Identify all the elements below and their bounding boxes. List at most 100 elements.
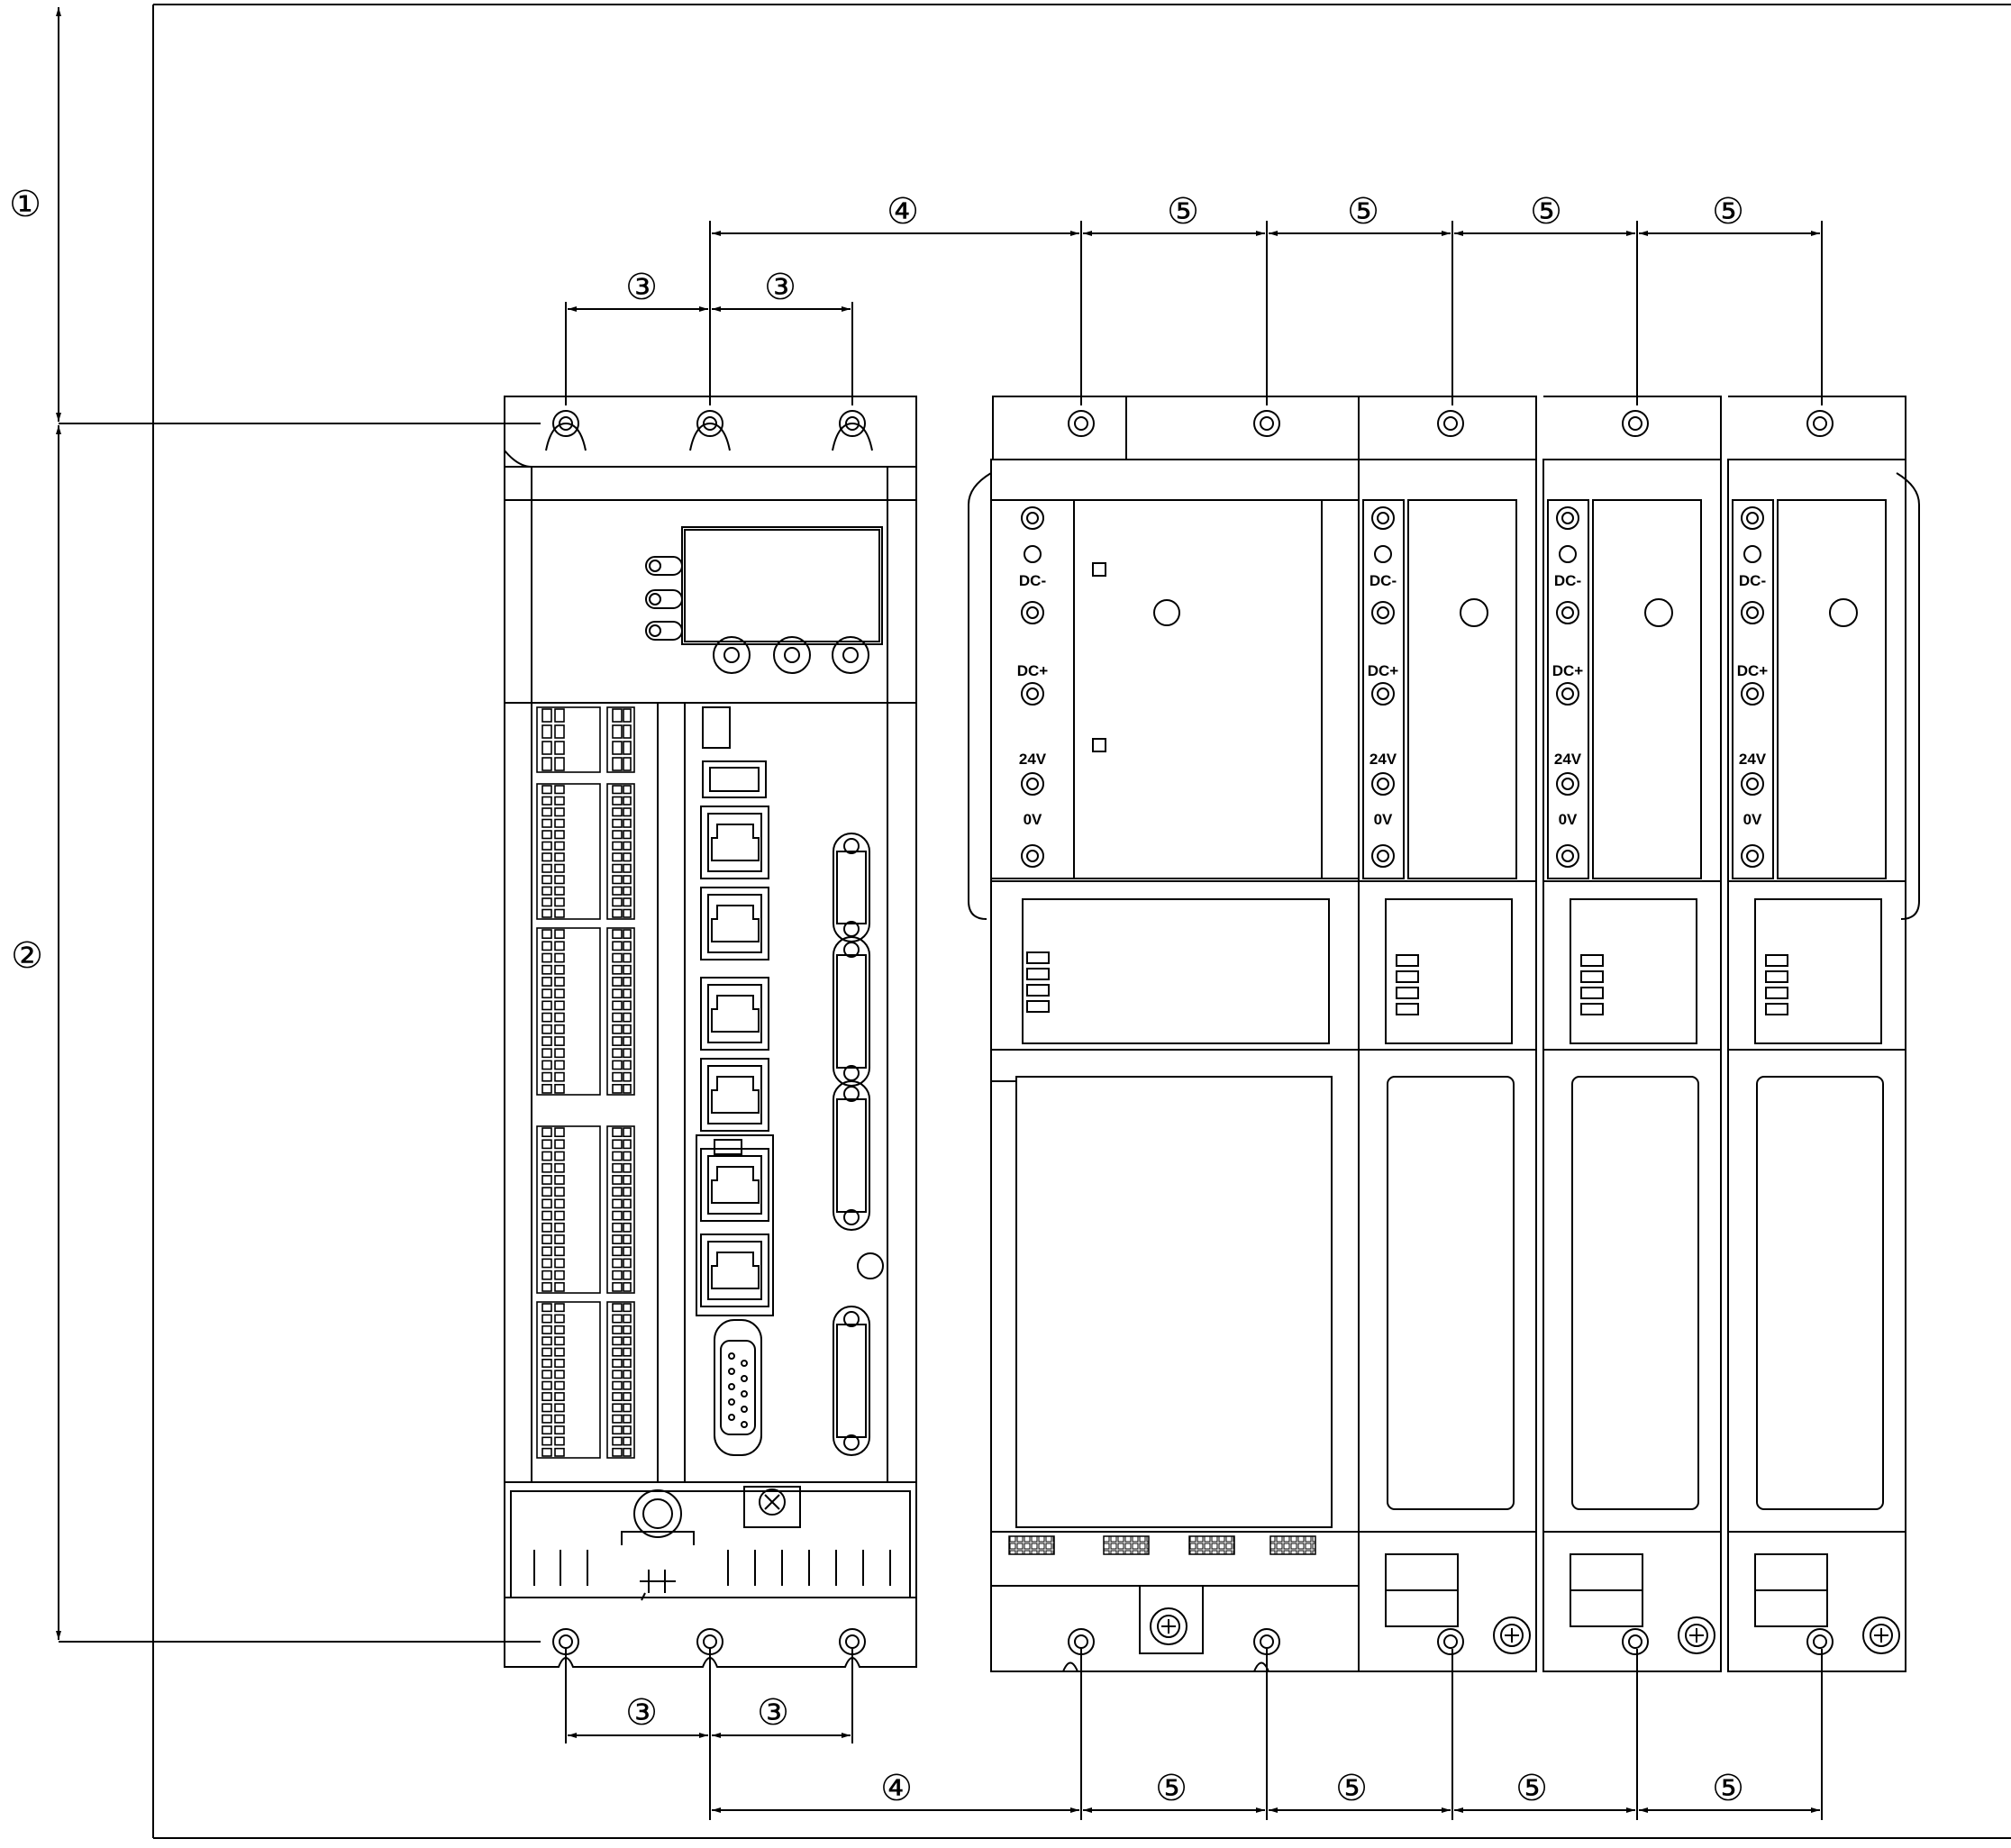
terminal-pin [623,708,632,723]
terminal-screw [1021,772,1044,796]
terminal-label: 24V [1739,751,1767,768]
terminal-pin [541,1210,552,1221]
terminal-pin [612,1234,623,1244]
ethernet-port-inner [707,1065,762,1124]
serial-pin [741,1406,748,1413]
terminal-pin [541,1036,552,1046]
mounting-hole [1437,410,1464,437]
terminal-pin [612,908,623,918]
terminal-pin [612,964,623,975]
terminal-pin [623,1314,632,1324]
terminal-pin [541,1392,552,1402]
terminal-pin [612,1303,623,1313]
terminal-pin [554,1234,565,1244]
terminal-pin [541,1325,552,1334]
terminal-pin [554,1175,565,1185]
serial-pin [728,1398,735,1406]
terminal-strip [1732,499,1774,879]
terminal-pin [541,741,552,755]
status-panel [1754,898,1882,1044]
terminal-pin [554,818,565,828]
terminal-pin [554,988,565,999]
terminal-block [606,706,635,773]
terminal-pin [541,988,552,999]
terminal-pin [612,1258,623,1269]
terminal-pin [623,1210,632,1221]
terminal-pin [554,1314,565,1324]
terminal-pin [541,908,552,918]
terminal-pin [554,1370,565,1379]
terminal-pin [623,1303,632,1313]
mounting-hole [1806,1628,1834,1655]
terminal-pin [623,929,632,940]
axis-modules [1021,396,1920,1672]
bottom-connector [1754,1589,1828,1627]
terminal-pin [541,1175,552,1185]
terminal-pin [623,897,632,907]
terminal-label: DC- [1019,572,1046,589]
terminal-pin [623,1246,632,1257]
terminal-screw-inner [1026,850,1039,862]
terminal-pin [612,1060,623,1070]
callout-5-bottom-4: ⑤ [1712,1768,1744,1809]
terminal-pin [554,886,565,896]
terminal-pin [612,796,623,806]
terminal-pin [623,1151,632,1161]
terminal-pin [541,863,552,873]
controller-module [504,396,917,1668]
terminal-pin [541,929,552,940]
terminal-pin [541,1222,552,1233]
dsub-connector [833,1306,870,1456]
terminal-pin [554,1392,565,1402]
terminal-pin [541,1425,552,1435]
terminal-pin [554,1436,565,1446]
terminal-pin [623,1036,632,1046]
terminal-pin [541,1281,552,1292]
dsub-screw [843,1311,860,1327]
bottom-dimension-chain [565,1649,1823,1820]
terminal-pin [623,1127,632,1138]
terminal-pin [554,741,565,755]
terminal-pin [612,785,623,795]
terminal-pin [623,908,632,918]
bottom-screw [1862,1616,1900,1654]
terminal-pin [554,1303,565,1313]
terminal-screw [1741,601,1764,624]
mounting-hole [1622,410,1649,437]
callout-5-top-3: ⑤ [1530,191,1562,232]
status-led [1396,954,1419,967]
terminal-pin [623,1336,632,1346]
callout-5-top-1: ⑤ [1167,191,1199,232]
ground-terminal-icon [1024,545,1042,563]
terminal-pin [541,1127,552,1138]
terminal-pin [541,1270,552,1280]
dsub-screw [843,838,860,854]
bottom-connector [1385,1553,1459,1591]
terminal-pin [612,1187,623,1197]
terminal-pin [612,1403,623,1413]
terminal-pin [541,796,552,806]
cover-hole [1644,598,1673,627]
terminal-pin [612,1436,623,1446]
terminal-pin [554,897,565,907]
terminal-screw-inner [1561,512,1574,524]
terminal-pin [554,1246,565,1257]
terminal-pin [623,841,632,851]
mounting-hole [1806,410,1834,437]
dsub-connector [833,833,870,942]
terminal-pin [612,1425,623,1435]
bottom-screw-inner [1870,1624,1893,1647]
serial-pin [728,1352,735,1360]
axis-body [1727,459,1906,1672]
terminal-pin [554,830,565,840]
terminal-pin [623,796,632,806]
terminal-pin [623,1325,632,1334]
terminal-pin [554,875,565,885]
terminal-pin [554,1425,565,1435]
terminal-pin [554,807,565,817]
terminal-screw-inner [1377,778,1389,790]
axis-body [1358,459,1537,1672]
ground-terminal-icon [1559,545,1577,563]
terminal-pin [554,1162,565,1173]
callout-3-bottom-left: ③ [625,1692,658,1734]
